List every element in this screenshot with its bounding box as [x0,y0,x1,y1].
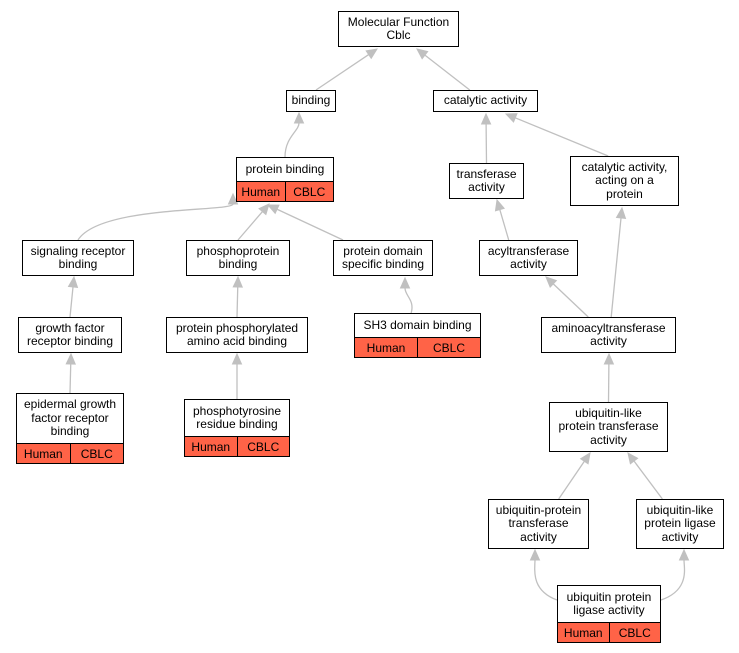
edge-ub_trans-to-ubl_trans [558,460,585,500]
gene-cell: CBLC [247,439,280,454]
edge-sh3-to-domain [404,287,413,314]
annotation-row: Human CBLC [17,443,123,463]
go-term-label: ubiquitin-like protein transferase activ… [558,405,659,447]
arrowhead-phosphoprotein-to-protein_binding [258,203,270,216]
arrowhead-ubl_ligase-to-ubl_trans [627,452,639,465]
arrowhead-ub_trans-to-ubl_trans [579,451,591,465]
edge-cat_protein-to-catalytic [515,117,609,157]
go-term-label: protein phosphorylated amino acid bindin… [175,320,299,348]
go-term-label: growth factor receptor binding [26,320,114,348]
go-term-label: Molecular Function Cblc [347,14,450,42]
arrowhead-ppaab-to-phosphoprotein [232,275,244,288]
go-term-node-gf[interactable]: growth factor receptor binding [18,317,122,353]
go-term-node-aminoacyl[interactable]: aminoacyltransferase activity [541,317,676,353]
go-term-node-domain[interactable]: protein domain specific binding [333,240,433,276]
edge-catalytic-to-mf [424,54,471,91]
species-cell: Human [17,444,71,463]
edge-binding-to-mf [315,54,370,91]
arrowhead-ub_ligase-to-ub_trans [529,548,541,561]
go-term-label: ubiquitin-protein transferase activity [495,502,582,544]
go-term-label: epidermal growth factor receptor binding [23,397,117,439]
go-term-node-signaling[interactable]: signaling receptor binding [22,240,134,276]
arrowhead-ptyr-to-ppaab [231,352,243,365]
arrowhead-signaling-to-protein_binding [227,192,239,205]
arrowhead-egf-to-gf [65,352,77,365]
go-term-node-ppaab[interactable]: protein phosphorylated amino acid bindin… [166,317,308,353]
edge-gf-to-signaling [69,286,74,318]
edge-aminoacyl-to-acyl [552,283,589,318]
go-term-label: acyltransferase activity [487,243,570,271]
go-term-node-binding[interactable]: binding [286,90,336,112]
go-term-label: signaling receptor binding [30,243,126,271]
arrowhead-binding-to-mf [365,48,379,60]
arrowhead-cat_protein-to-catalytic [504,113,518,123]
arrowhead-ub_ligase-to-ubl_ligase [678,548,690,561]
go-term-label: ubiquitin-like protein ligase activity [644,502,716,544]
go-term-node-ubl-trans[interactable]: ubiquitin-like protein transferase activ… [549,402,668,452]
go-term-label: ubiquitin protein ligase activity [566,589,652,617]
go-term-label: catalytic activity [443,93,528,108]
go-term-label: catalytic activity, acting on a protein [581,159,668,201]
arrowhead-ubl_trans-to-aminoacyl [603,352,615,365]
go-term-label: phosphotyrosine residue binding [192,403,282,431]
edge-ubl_ligase-to-ubl_trans [633,460,663,500]
gene-cell: CBLC [293,184,326,199]
annotation-row: Human CBLC [237,181,333,201]
arrowhead-acyl-to-transferase [494,198,506,212]
annotation-row: Human CBLC [355,337,480,357]
arrowhead-gf-to-signaling [67,275,79,288]
arrowhead-catalytic-to-mf [416,48,429,60]
edge-ub_ligase-to-ub_trans [533,559,558,601]
go-term-node-catalytic[interactable]: catalytic activity [433,90,538,112]
go-term-label: protein domain specific binding [341,243,425,271]
arrowhead-transferase-to-catalytic [480,112,492,125]
go-term-label: phosphoprotein binding [196,243,280,271]
edge-ub_ligase-to-ubl_ligase [660,559,686,601]
go-term-label: transferase activity [456,166,517,194]
arrowhead-aminoacyl-to-acyl [545,276,558,289]
species-cell: Human [185,437,238,456]
edge-egf-to-gf [69,363,72,394]
gene-cell: CBLC [618,625,651,640]
species-cell: Human [558,623,610,642]
go-term-label: aminoacyltransferase activity [551,320,666,348]
go-term-node-phosphoprotein[interactable]: phosphoprotein binding [186,240,290,276]
go-term-node-mf[interactable]: Molecular Function Cblc [338,11,459,47]
go-term-node-ub-trans[interactable]: ubiquitin-protein transferase activity [488,499,589,549]
arrowhead-protein_binding-to-binding [293,111,305,124]
go-term-label: SH3 domain binding [363,317,472,332]
gene-cell: CBLC [80,446,113,461]
go-term-label: binding [291,93,331,108]
edge-phosphoprotein-to-protein_binding [237,211,263,241]
edge-protein_binding-to-binding [284,122,300,158]
go-term-node-egf[interactable]: epidermal growth factor receptor binding… [16,393,124,464]
go-term-node-acyl[interactable]: acyltransferase activity [479,240,578,276]
edge-acyl-to-transferase [499,209,510,241]
arrowhead-domain-to-protein_binding [266,204,280,215]
go-term-label: protein binding [245,161,325,176]
annotation-row: Human CBLC [185,436,289,456]
edge-ppaab-to-phosphoprotein [236,286,239,318]
arrowhead-sh3-to-domain [399,276,411,289]
gene-cell: CBLC [432,340,465,355]
edge-domain-to-protein_binding [276,208,344,241]
edge-signaling-to-protein_binding [77,203,234,241]
edge-aminoacyl-to-cat_protein [610,217,622,318]
species-cell: Human [237,182,286,201]
go-term-node-ubl-ligase[interactable]: ubiquitin-like protein ligase activity [636,499,724,549]
go-term-node-transferase[interactable]: transferase activity [449,163,524,199]
annotation-row: Human CBLC [558,622,660,642]
species-cell: Human [355,338,418,357]
arrowhead-aminoacyl-to-cat_protein [615,206,627,219]
go-term-node-cat-protein[interactable]: catalytic activity, acting on a protein [570,156,679,206]
